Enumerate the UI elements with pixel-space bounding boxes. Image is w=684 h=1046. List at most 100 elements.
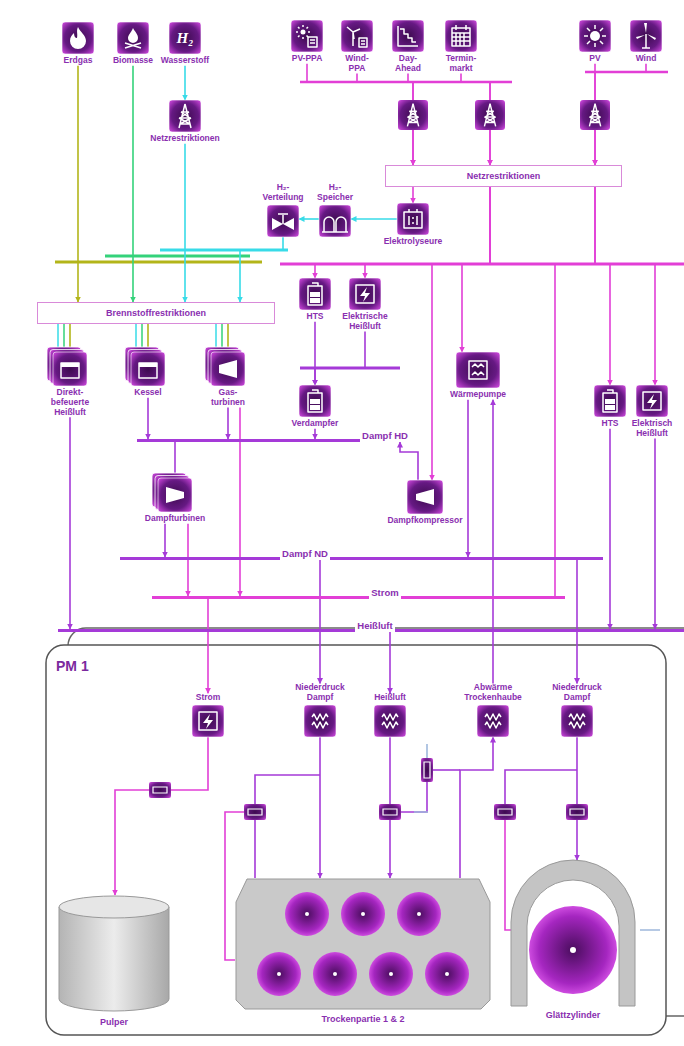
grid-tower-symbol <box>580 100 610 130</box>
icon-graphic <box>341 20 373 52</box>
icon-glyph-group <box>643 392 661 410</box>
icon-graphic <box>299 278 331 310</box>
icon-graphic <box>158 478 192 512</box>
icon-glyph <box>310 399 320 410</box>
icon-glyph-group <box>347 27 367 47</box>
icon-glyph-group <box>584 25 606 47</box>
icon-node: Wärmepumpe <box>448 352 508 400</box>
icon-graphic <box>117 22 149 54</box>
node-label: Dampf HD <box>360 431 410 442</box>
connector <box>595 187 610 385</box>
node-label: Biomasse <box>108 56 158 66</box>
icon-glyph-group <box>485 714 501 728</box>
icon-glyph <box>485 714 501 728</box>
icon-tile <box>636 385 668 417</box>
icon-node: HTS <box>594 385 626 429</box>
equipment-graphic <box>58 895 170 1013</box>
icon-tile <box>192 705 224 737</box>
icon-node: Niederdruck Dampf <box>548 683 606 737</box>
exchanger-plates <box>383 809 397 815</box>
icon-glyph <box>322 217 348 232</box>
exchanger-body <box>421 758 433 782</box>
icon-glyph <box>308 37 317 47</box>
icon-glyph-group <box>296 25 317 47</box>
icon-tile <box>477 705 509 737</box>
icon-node: Netzrestriktionen <box>140 100 230 144</box>
icon-graphic <box>62 22 94 54</box>
icon-glyph-group <box>308 283 322 305</box>
icon-glyph <box>400 29 416 42</box>
icon-glyph-group <box>312 714 328 728</box>
equipment-graphic <box>505 860 641 1006</box>
node-label: Elektrisch Heißluft <box>626 419 678 439</box>
equipment-graphic <box>235 878 491 1010</box>
connector <box>184 66 186 100</box>
icon-tile <box>445 20 477 52</box>
connector <box>69 417 71 629</box>
icon-glyph <box>179 104 191 128</box>
cylinder-axis <box>389 972 393 976</box>
icon-glyph-group <box>356 285 374 303</box>
pulper-body <box>59 907 169 1011</box>
icon-glyph <box>308 283 322 305</box>
icon-glyph <box>61 363 79 378</box>
icon-glyph <box>647 394 657 409</box>
icon-tile <box>397 203 429 235</box>
exchanger-body <box>244 804 266 820</box>
icon-graphic <box>636 385 668 417</box>
node-label: Wärmepumpe <box>448 390 508 400</box>
icon-tile <box>169 100 201 132</box>
icon-tile <box>169 22 201 54</box>
icon-glyph <box>360 287 370 302</box>
heat-exchanger-symbol <box>379 804 401 820</box>
cylinder-axis <box>333 972 337 976</box>
icon-tile <box>192 705 224 737</box>
icon-glyph <box>70 27 86 49</box>
node-label: Termin- markt <box>441 54 481 74</box>
connector <box>462 187 490 352</box>
node-label: Verdampfer <box>287 419 343 429</box>
icon-tile <box>636 385 668 417</box>
heat-exchanger-symbol <box>244 804 266 820</box>
icon-node: Elektrolyseure <box>378 203 448 247</box>
connector <box>400 442 418 480</box>
icon-tile <box>291 20 323 52</box>
equipment-picture: Trockenpartie 1 & 2 <box>235 878 491 1024</box>
icon-graphic <box>169 100 201 132</box>
node-label: Netzrestriktionen <box>467 171 541 181</box>
icon-tile <box>131 352 165 386</box>
icon-tile <box>53 352 87 386</box>
node-label: Wasserstoff <box>157 56 213 66</box>
icon-graphic <box>630 20 662 52</box>
exchanger-body <box>379 804 401 820</box>
cylinder-axis <box>445 972 449 976</box>
connector <box>576 560 578 683</box>
exchanger-plates <box>570 809 584 815</box>
icon-tile <box>62 22 94 54</box>
icon-graphic <box>192 705 224 737</box>
icon-glyph-group <box>322 217 348 232</box>
icon-tile <box>579 20 611 52</box>
equipment-picture: Glättzylinder <box>505 860 641 1020</box>
icon-glyph-group <box>636 23 656 48</box>
icon-glyph <box>642 34 650 48</box>
icon-glyph <box>452 25 470 46</box>
connector <box>595 187 655 385</box>
icon-graphic <box>561 705 593 737</box>
icon-node: Termin- markt <box>441 20 481 74</box>
icon-glyph <box>356 285 374 303</box>
icon-graphic <box>211 352 245 386</box>
connector <box>207 599 209 693</box>
node-label: Erdgas <box>53 56 103 66</box>
icon-graphic <box>267 205 299 237</box>
icon-tile <box>341 20 373 52</box>
connector <box>576 737 578 860</box>
connector <box>389 632 391 693</box>
icon-tile: H₂ <box>169 22 201 54</box>
icon-tile <box>169 100 201 132</box>
icon-glyph-group <box>382 714 398 728</box>
icon-tile <box>398 100 428 130</box>
icon-tile <box>341 20 373 52</box>
node-label: PV-PPA <box>285 54 329 64</box>
connector <box>432 187 490 480</box>
